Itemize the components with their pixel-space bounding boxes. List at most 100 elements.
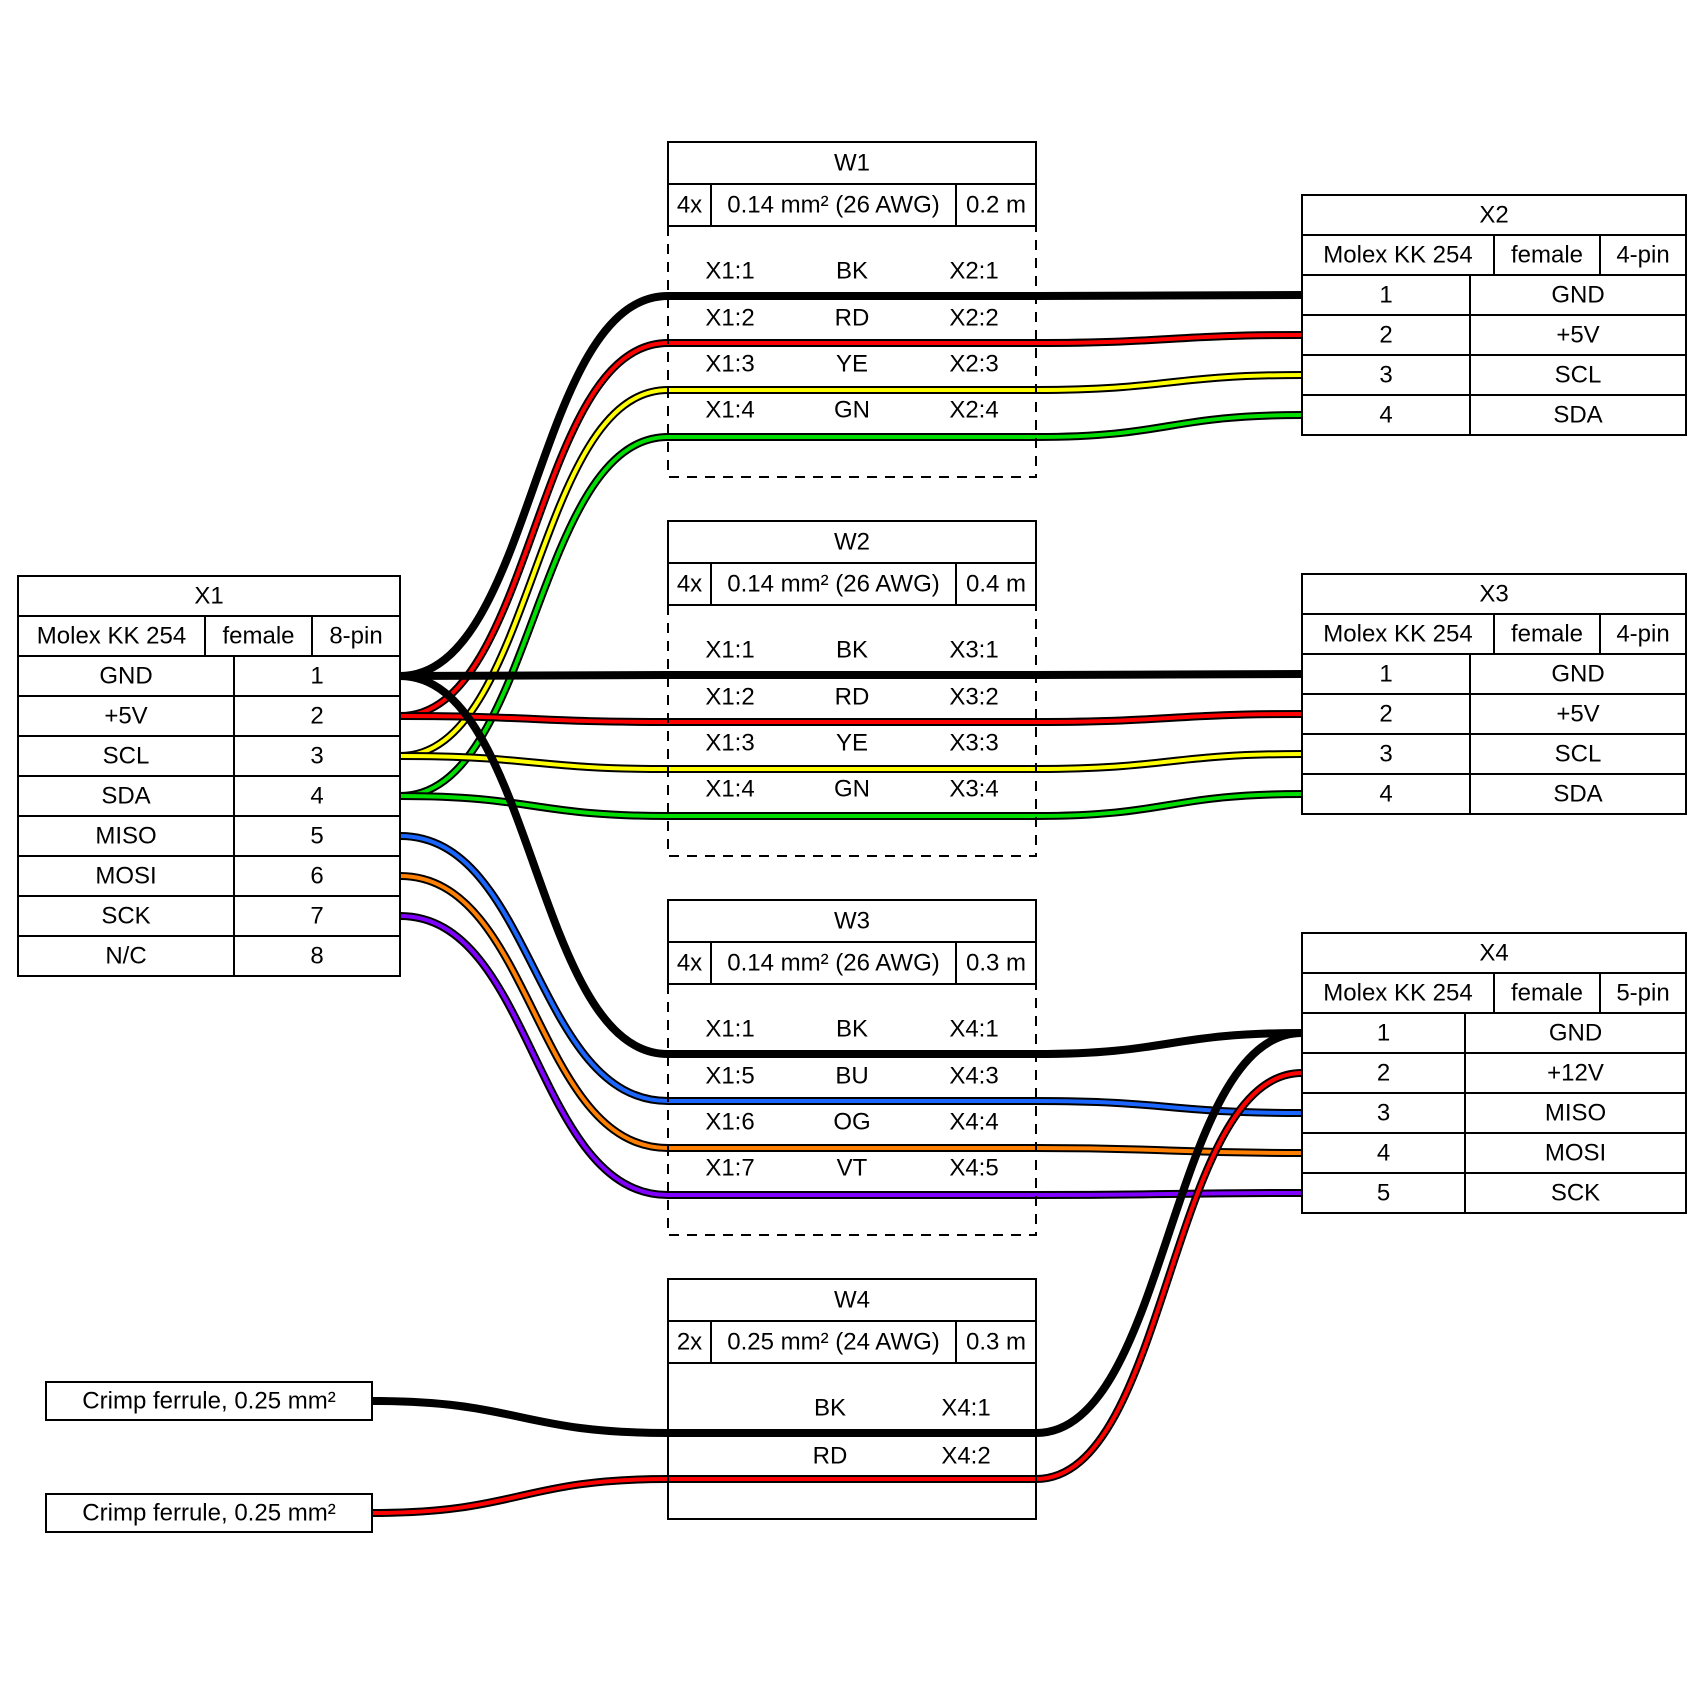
wires-layer [371,291,1303,1517]
pin-number: 2 [1379,701,1392,728]
wire-core [399,333,1303,718]
pin-label: SDA [101,783,150,810]
wire-w1-gn [399,411,1303,800]
wire-core [399,293,1303,678]
pin-label: SCK [1551,1180,1600,1207]
wire-color-label: BK [836,1016,868,1043]
pin-label: MISO [95,823,156,850]
wire-w1-bk [399,291,1303,680]
pin-number: 2 [1379,322,1392,349]
wire-to-label: X4:1 [949,1016,998,1043]
connector-type: Molex KK 254 [1323,621,1472,648]
cable-shield-outline [667,605,1037,857]
wire-core [371,1031,1303,1435]
wire-from-label: X1:1 [705,258,754,285]
wire-from-label: X1:1 [705,637,754,664]
wire-w4-rd [371,1069,1303,1517]
pin-number: 1 [1377,1020,1390,1047]
wire-from-label: X1:6 [705,1109,754,1136]
wire-color-label: VT [837,1155,868,1182]
wire-from-label: X1:2 [705,305,754,332]
cable-header [667,141,1037,185]
wire-color-label: YE [836,351,868,378]
pin-label: MOSI [95,863,156,890]
cable-title: W4 [834,1287,870,1314]
wire-color-label: BU [835,1063,868,1090]
wire-from-label: X1:2 [705,684,754,711]
wire-w3-bu [399,832,1303,1117]
wire-w2-ye [399,750,1303,773]
pin-number: 5 [310,823,323,850]
wire-to-label: X4:1 [941,1395,990,1422]
pin-number: 4 [1377,1140,1390,1167]
connector-pincount: 4-pin [1616,621,1669,648]
pin-number: 4 [310,783,323,810]
ferrule-box [45,1381,373,1421]
wire-w2-gn [399,790,1303,820]
cable-gauge: 0.14 mm² (26 AWG) [727,950,939,977]
pin-number: 2 [310,703,323,730]
pin-label: SDA [1553,402,1602,429]
cable-length: 0.3 m [966,950,1026,977]
connector-title: X1 [194,583,223,610]
connector-title: X3 [1479,581,1508,608]
wire-color-label: BK [814,1395,846,1422]
connector-type: Molex KK 254 [1323,980,1472,1007]
wire-color-label: RD [813,1443,848,1470]
wire-color-label: BK [836,637,868,664]
pin-label: SCL [1555,741,1602,768]
wire-from-label: X1:7 [705,1155,754,1182]
pin-label: GND [1551,661,1604,688]
cable-length: 0.4 m [966,571,1026,598]
wire-from-label: X1:4 [705,776,754,803]
cable-body [667,1362,1037,1520]
cable-gauge: 0.25 mm² (24 AWG) [727,1329,939,1356]
connector-pincount: 5-pin [1616,980,1669,1007]
wire-from-label: X1:5 [705,1063,754,1090]
wire-to-label: X3:2 [949,684,998,711]
cable-count: 2x [677,1329,702,1356]
pin-number: 4 [1379,781,1392,808]
cable-spec-row [667,941,1037,985]
wire-w4-bk [371,1029,1303,1437]
cable-shield-outline [667,984,1037,1236]
wire-from-label: X1:1 [705,1016,754,1043]
cable-header [667,1278,1037,1322]
connector-type: Molex KK 254 [1323,242,1472,269]
pin-number: 3 [1379,741,1392,768]
wire-to-label: X3:4 [949,776,998,803]
ferrule-1: Crimp ferrule, 0.25 mm² [45,1381,373,1421]
wire-to-label: X2:3 [949,351,998,378]
connector-pincount: 4-pin [1616,242,1669,269]
wire-core [399,674,1303,1056]
pin-label: GND [1549,1020,1602,1047]
wire-to-label: X3:1 [949,637,998,664]
wire-color-label: RD [835,684,870,711]
cable-title: W3 [834,908,870,935]
pin-label: +5V [1556,701,1599,728]
pin-label: SCL [1555,362,1602,389]
wire-to-label: X2:4 [949,397,998,424]
cable-count: 4x [677,571,702,598]
connector-gender: female [222,623,294,650]
wire-core [399,752,1303,771]
pin-number: 3 [1377,1100,1390,1127]
wire-w3-bk [399,672,1303,1058]
pin-number: 1 [310,663,323,690]
pin-label: SDA [1553,781,1602,808]
wire-to-label: X3:3 [949,730,998,757]
wire-to-label: X4:4 [949,1109,998,1136]
ferrule-2: Crimp ferrule, 0.25 mm² [45,1493,373,1533]
wire-core [399,792,1303,818]
cable-spec-row [667,183,1037,227]
wire-color-label: OG [833,1109,870,1136]
pin-label: +5V [104,703,147,730]
ferrule-label: Crimp ferrule, 0.25 mm² [82,1388,335,1415]
wire-to-label: X4:5 [949,1155,998,1182]
connector-type: Molex KK 254 [37,623,186,650]
